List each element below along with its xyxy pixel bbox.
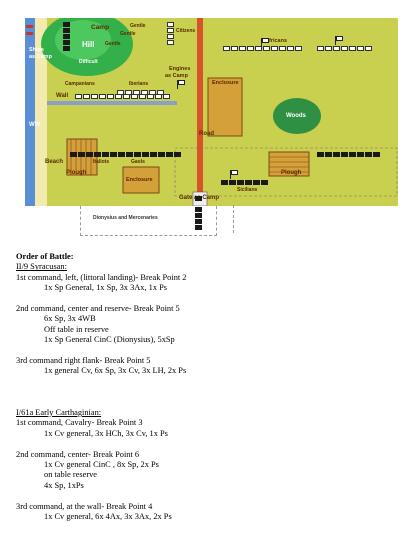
label-road: Road xyxy=(199,131,214,137)
label-ships: Ships xyxy=(29,47,44,53)
side2-cmd2-detail: on table reserve xyxy=(44,470,98,480)
city-wall xyxy=(47,101,177,105)
plough-left xyxy=(66,138,98,176)
label-dionysius: Dionysius and Mercenaries xyxy=(93,215,158,221)
units-wall xyxy=(75,94,170,99)
side2-cmd2-line: 2nd command, center- Break Point 6 xyxy=(16,449,140,459)
ship-2 xyxy=(26,32,33,35)
units-citizens xyxy=(167,22,174,45)
label-gentle-3: Gentle xyxy=(105,41,121,47)
label-citizens: Citizens xyxy=(176,28,196,34)
label-gentle-1: Gentle xyxy=(130,23,146,29)
side1-cmd2-line: 2nd command, center and reserve- Break P… xyxy=(16,304,180,314)
enclosure-bottom xyxy=(122,166,160,194)
label-plough-left: Plough xyxy=(66,170,87,176)
units-right-flank xyxy=(317,152,380,157)
label-difficult: Difficult xyxy=(79,59,98,65)
side1-cmd2-detail: Off table in reserve xyxy=(44,324,109,334)
units-dionysius xyxy=(195,207,202,230)
side1-cmd3-detail: 1x general Cv, 6x Sp, 3x Cv, 3x LH, 2x P… xyxy=(44,366,187,376)
label-campanians: Campanians xyxy=(65,81,95,87)
label-woods: Woods xyxy=(286,113,306,119)
order-heading: Order of Battle: xyxy=(16,252,74,261)
side1-title: II/9 Syracusan: xyxy=(16,262,67,272)
battle-map: Camp Hill Gentle Gentle Gentle Difficult… xyxy=(25,18,398,206)
side1-cmd1-line: 1st command, left, (littoral landing)- B… xyxy=(16,272,187,282)
units-africans xyxy=(223,46,302,51)
deployment-outline xyxy=(174,147,398,197)
label-camp: Camp xyxy=(91,24,110,31)
flag-icon-africans xyxy=(261,38,270,47)
side2-cmd1-line: 1st command, Cavalry- Break Point 3 xyxy=(16,418,143,428)
side2-title: I/61a Early Carthaginian: xyxy=(16,408,102,418)
label-wall: Wall xyxy=(56,93,69,99)
label-ww: WW xyxy=(29,122,41,128)
ship-1 xyxy=(26,25,33,28)
side1-cmd2-detail: 1x Sp General CinC (Dionysius), 5xSp xyxy=(44,335,175,345)
flag-icon-sicilians xyxy=(230,170,239,179)
flag-icon-right xyxy=(335,36,344,45)
label-iberians: Iberians xyxy=(129,81,149,87)
sea xyxy=(25,18,35,206)
label-engines-camp: as Camp xyxy=(165,73,188,79)
label-beach: Beach xyxy=(45,159,64,165)
side2-cmd3-line: 3rd command, at the wall- Break Point 4 xyxy=(16,501,153,511)
side2-cmd1-detail: 1x Cv general, 3x HCh, 3x Cv, 1x Ps xyxy=(44,428,168,438)
label-hill: Hill xyxy=(82,40,95,49)
label-sicilians: Sicilians xyxy=(237,187,258,193)
terrain-layer xyxy=(25,18,398,206)
reserve-area: Dionysius and Mercenaries xyxy=(80,206,217,236)
label-africans: Africans xyxy=(265,38,288,44)
flag-icon-engines xyxy=(177,80,186,89)
woods xyxy=(273,98,321,134)
side2-cmd2-detail: 4x Sp, 1xPs xyxy=(44,480,84,490)
side1-cmd1-detail: 1x Sp General, 1x Sp, 3x 3Ax, 1x Ps xyxy=(44,283,168,293)
units-gate xyxy=(195,196,202,201)
side2-cmd2-detail: 1x Cv general CinC , 8x Sp, 2x Ps xyxy=(44,460,159,470)
label-engines: Engines xyxy=(169,66,191,72)
label-plough-right: Plough xyxy=(281,170,302,176)
road-extension xyxy=(233,205,235,233)
units-italiots xyxy=(70,152,181,157)
side2-cmd3-detail: 1x Cv general, 6x 4Ax, 3x 3Ax, 2x Ps xyxy=(44,512,172,522)
beach-strip xyxy=(35,18,47,206)
label-enclosure-top: Enclosure xyxy=(212,80,239,86)
label-ships-camp: as Camp xyxy=(29,54,52,60)
label-gaols: Gaols xyxy=(131,159,145,165)
label-italiots: Italiots xyxy=(93,159,110,165)
side1-cmd2-detail: 6x Sp, 3x 4WB xyxy=(44,314,96,324)
label-enclosure-bottom: Enclosure xyxy=(126,177,153,183)
road xyxy=(197,18,203,206)
label-gentle-2: Gentle xyxy=(120,31,136,37)
side1-cmd3-line: 3rd command right flank- Break Point 5 xyxy=(16,356,151,366)
order-of-battle: Order of Battle: II/9 Syracusan: 1st com… xyxy=(16,252,406,522)
units-africans-right xyxy=(317,46,372,51)
enclosure-top xyxy=(207,77,243,137)
units-hill-top xyxy=(63,22,70,51)
units-sicilians xyxy=(221,180,268,185)
